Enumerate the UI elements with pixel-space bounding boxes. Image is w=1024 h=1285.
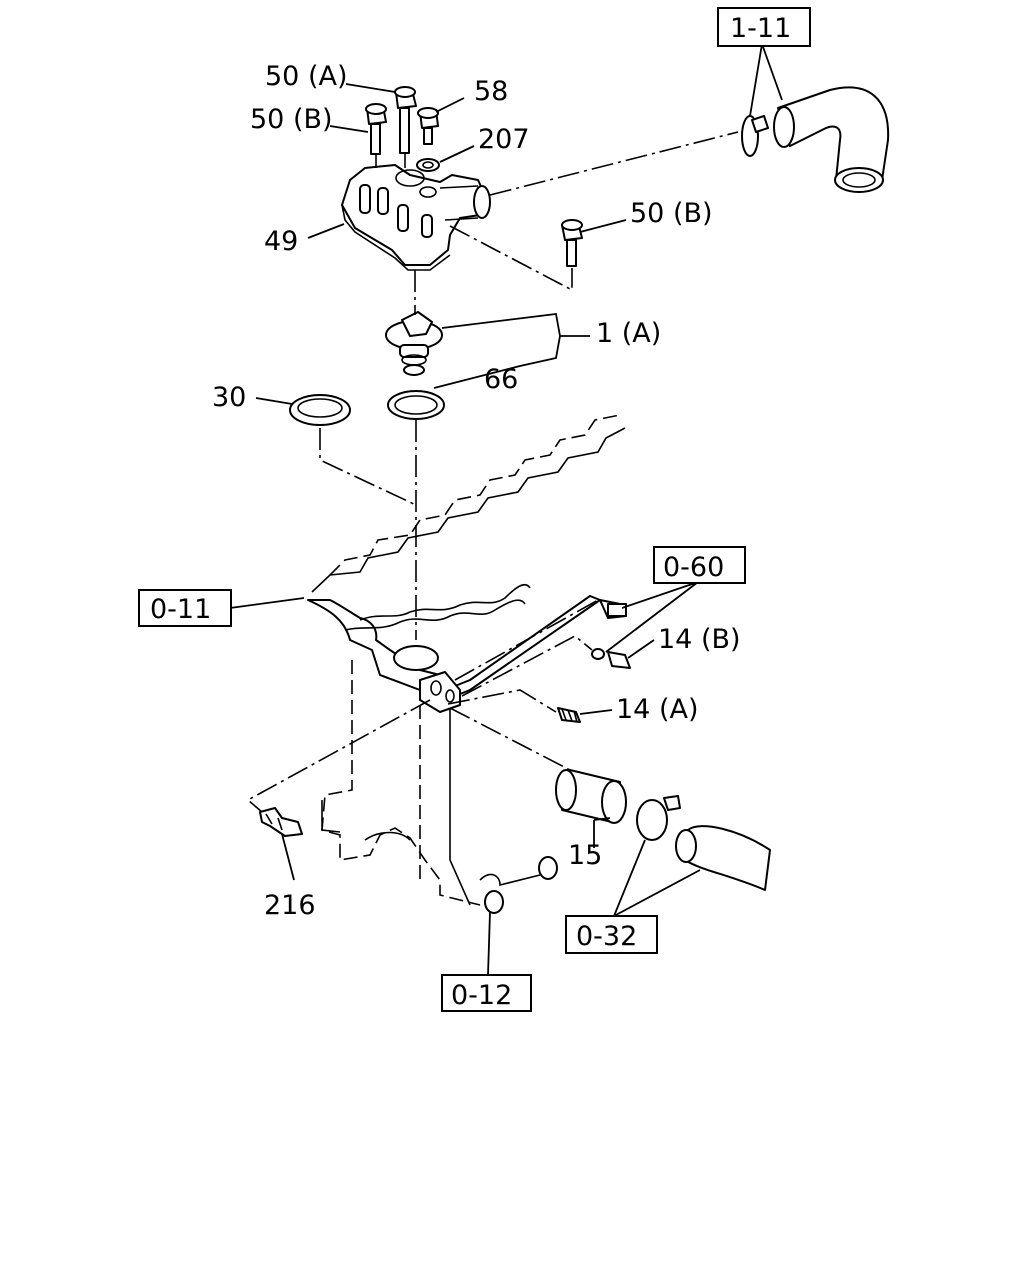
reference-0-11: 0-11 — [150, 594, 211, 625]
reference-0-60: 0-60 — [663, 552, 724, 583]
reference-1-11: 1-11 — [730, 13, 791, 44]
reference-0-32: 0-32 — [576, 921, 637, 952]
callout-50a: 50 (A) — [265, 61, 347, 92]
plug-14a — [557, 707, 581, 723]
reference-box-0-11: 0-11 — [138, 589, 232, 627]
gasket-66 — [387, 390, 445, 420]
thermostat — [385, 311, 443, 376]
callout-1a: 1 (A) — [596, 318, 661, 349]
callout-15: 15 — [568, 840, 602, 871]
callout-50b-top: 50 (B) — [250, 104, 333, 135]
reference-box-1-11: 1-11 — [717, 7, 811, 47]
bolt-58 — [417, 107, 439, 145]
upper-hose — [741, 86, 890, 193]
reference-box-0-12: 0-12 — [441, 974, 532, 1012]
sensor-216 — [259, 807, 303, 837]
cylinder-head — [307, 414, 626, 914]
callout-216: 216 — [264, 890, 316, 921]
pipe-15 — [555, 769, 627, 824]
callouts: 50 (A) 58 50 (B) 207 49 50 (B) 1 (A) 66 … — [212, 61, 741, 921]
callout-207: 207 — [478, 124, 530, 155]
callout-66: 66 — [484, 364, 518, 395]
plug-14b — [591, 648, 631, 669]
lower-hose — [636, 795, 771, 891]
callout-14a: 14 (A) — [616, 694, 698, 725]
leader-lines — [229, 43, 783, 976]
bolt-50a — [394, 86, 417, 154]
reference-box-0-60: 0-60 — [653, 546, 746, 584]
callout-50b-right: 50 (B) — [630, 198, 713, 229]
gasket-30 — [289, 394, 351, 426]
reference-0-12: 0-12 — [451, 980, 512, 1011]
washer-207 — [416, 158, 440, 172]
hose-clamp-lower — [636, 799, 668, 841]
bolt-50b-right — [561, 219, 583, 267]
plug-0-60 — [599, 599, 627, 619]
callout-49: 49 — [264, 226, 298, 257]
bolt-50b-upper — [365, 103, 387, 155]
callout-14b: 14 (B) — [658, 624, 741, 655]
callout-58: 58 — [474, 76, 508, 107]
thermostat-housing — [341, 164, 491, 271]
callout-30: 30 — [212, 382, 246, 413]
reference-box-0-32: 0-32 — [565, 915, 658, 954]
